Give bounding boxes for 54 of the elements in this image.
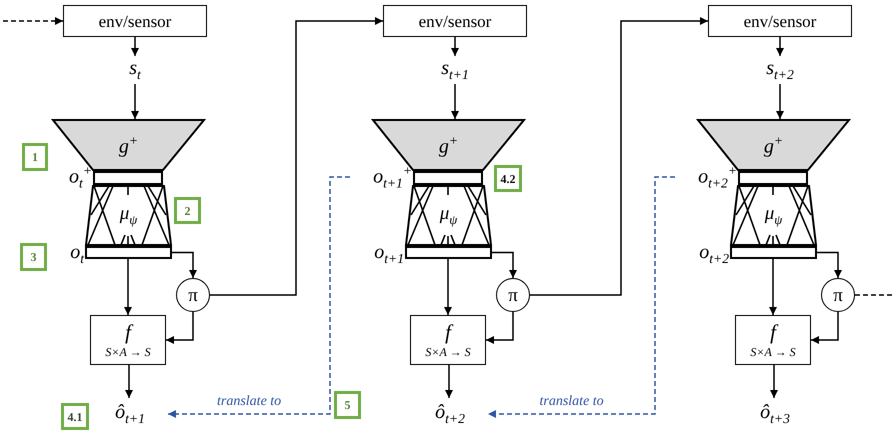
dashed-line [855, 294, 893, 296]
math-label: ô$_{t+1}$ [92, 398, 168, 430]
arrow [131, 84, 139, 119]
math-label: o$_{t}$ [48, 240, 84, 268]
arrow [817, 252, 842, 278]
arrow [125, 365, 133, 398]
policy-circle: π [176, 278, 210, 312]
policy-circle: π [496, 278, 530, 312]
arrow [770, 365, 778, 398]
policy-circle: π [821, 278, 855, 312]
network-drawing: μ$_{ψ}$ [85, 185, 172, 246]
function-box: f S×A → S [735, 315, 811, 365]
math-label: o$_{t+1}$ [344, 240, 404, 268]
arrow [492, 252, 517, 278]
step-number: 4.1 [61, 403, 89, 430]
math-label: s$_{t+1}$ [425, 56, 485, 84]
bar [413, 171, 483, 185]
sensor-box: env/sensor [708, 5, 852, 37]
dashed-arrow [488, 176, 675, 418]
sensor-box: env/sensor [63, 5, 207, 37]
math-label: ô$_{t+2}$ [412, 398, 488, 430]
bar [85, 246, 172, 259]
arrow [811, 312, 839, 344]
bar [730, 246, 817, 259]
arrow [445, 365, 453, 398]
step-number: 5 [334, 391, 361, 419]
bar [405, 246, 492, 259]
dashed-arrow [168, 176, 350, 418]
arrow [210, 17, 383, 296]
bar [738, 171, 808, 185]
step-number: 4.2 [494, 165, 522, 192]
arrow [166, 312, 194, 344]
math-label: s$_{t}$ [105, 56, 165, 84]
math-label: s$_{t+2}$ [750, 56, 810, 84]
step-number: 2 [174, 197, 201, 224]
sensor-box: env/sensor [383, 5, 527, 37]
arrow [451, 37, 459, 56]
arrow [131, 37, 139, 56]
network-drawing: μ$_{ψ}$ [405, 185, 492, 246]
arrow [172, 252, 197, 278]
arrow [451, 84, 459, 119]
arrow [486, 312, 514, 344]
step-number: 3 [20, 243, 47, 271]
network-drawing: μ$_{ψ}$ [730, 185, 817, 246]
step-number: 1 [22, 143, 48, 171]
bar [93, 171, 163, 185]
function-box: f S×A → S [410, 315, 486, 365]
arrow [530, 17, 708, 296]
arrow [776, 37, 784, 56]
math-label: o$_{t+2}$ [669, 240, 729, 268]
dashed-arrow [3, 17, 63, 25]
arrow [776, 84, 784, 119]
math-label: ô$_{t+3}$ [737, 398, 813, 430]
function-box: f S×A → S [90, 315, 166, 365]
